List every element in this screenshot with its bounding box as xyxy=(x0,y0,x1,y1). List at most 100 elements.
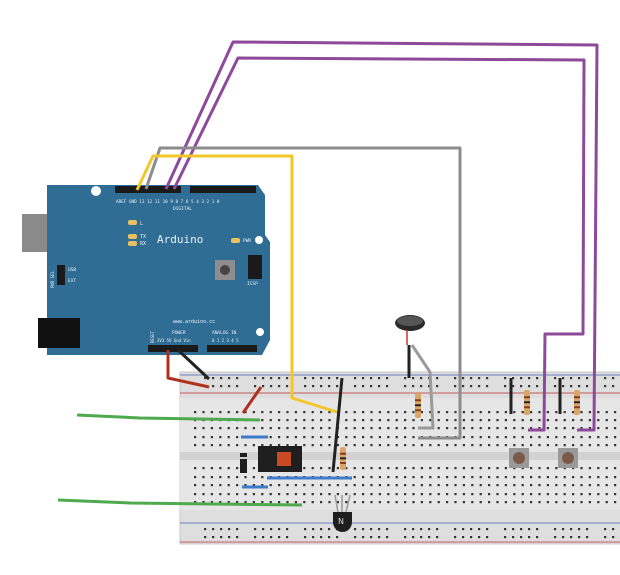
breadboard-hole xyxy=(261,427,264,430)
breadboard-hole xyxy=(286,419,289,422)
breadboard-hole xyxy=(345,444,348,447)
breadboard-hole xyxy=(386,385,389,388)
breadboard-hole xyxy=(244,493,247,496)
gray-wire-microphone[interactable] xyxy=(410,344,435,430)
breadboard-hole xyxy=(588,427,591,430)
breadboard-hole xyxy=(227,493,230,496)
resistor[interactable] xyxy=(415,393,421,418)
breadboard-hole xyxy=(270,385,273,388)
breadboard-hole xyxy=(194,411,197,414)
relay[interactable] xyxy=(258,446,302,472)
breadboard-hole xyxy=(354,528,357,531)
breadboard-hole xyxy=(572,444,575,447)
breadboard-hole xyxy=(194,493,197,496)
breadboard-hole xyxy=(597,476,600,479)
analog-pin-labels: 0 1 2 3 4 5 xyxy=(212,338,239,343)
breadboard-hole xyxy=(546,467,549,470)
breadboard-hole xyxy=(219,427,222,430)
breadboard-hole xyxy=(219,467,222,470)
breadboard-hole xyxy=(252,476,255,479)
breadboard-hole xyxy=(420,411,423,414)
breadboard-hole xyxy=(328,528,331,531)
resistor[interactable] xyxy=(574,390,580,415)
breadboard-hole xyxy=(378,436,381,439)
breadboard-hole xyxy=(454,419,457,422)
breadboard-hole xyxy=(370,377,373,380)
breadboard-hole xyxy=(370,476,373,479)
green-wire-top[interactable] xyxy=(76,413,261,422)
black-wire-gnd[interactable] xyxy=(176,348,211,381)
purple-wire-inner[interactable] xyxy=(172,56,586,432)
breadboard-hole xyxy=(345,419,348,422)
breadboard-hole xyxy=(488,501,491,504)
breadboard-hole xyxy=(614,411,617,414)
breadboard-hole xyxy=(538,467,541,470)
breadboard-hole xyxy=(353,411,356,414)
breadboard-hole xyxy=(303,411,306,414)
breadboard-hole xyxy=(220,377,223,380)
breadboard-hole xyxy=(570,536,573,539)
breadboard-hole xyxy=(436,385,439,388)
breadboard-hole xyxy=(528,377,531,380)
breadboard-hole xyxy=(604,536,607,539)
breadboard-hole xyxy=(294,419,297,422)
breadboard-hole xyxy=(212,536,215,539)
breadboard-hole xyxy=(261,476,264,479)
breadboard-hole xyxy=(486,377,489,380)
microphone[interactable] xyxy=(395,315,425,345)
breadboard-hole xyxy=(471,419,474,422)
analog-header xyxy=(207,345,257,352)
breadboard-hole xyxy=(580,476,583,479)
breadboard-hole xyxy=(563,467,566,470)
breadboard-hole xyxy=(454,467,457,470)
breadboard-hole xyxy=(336,493,339,496)
purple-wire-outer[interactable] xyxy=(164,40,599,432)
breadboard-hole xyxy=(563,436,566,439)
breadboard-hole xyxy=(530,484,533,487)
breadboard-hole xyxy=(412,528,415,531)
breadboard-hole xyxy=(478,528,481,531)
breadboard-hole xyxy=(479,444,482,447)
breadboard-hole xyxy=(294,411,297,414)
breadboard-hole xyxy=(387,484,390,487)
yellow-wire[interactable] xyxy=(135,154,338,414)
breadboard-hole xyxy=(353,436,356,439)
breadboard-hole xyxy=(387,419,390,422)
breadboard-hole xyxy=(353,501,356,504)
breadboard-hole xyxy=(470,377,473,380)
breadboard-hole xyxy=(345,484,348,487)
breadboard-hole xyxy=(278,484,281,487)
breadboard-hole xyxy=(387,467,390,470)
breadboard-hole xyxy=(353,427,356,430)
breadboard-hole xyxy=(462,444,465,447)
breadboard-hole xyxy=(311,444,314,447)
pushbutton-2[interactable] xyxy=(558,448,578,468)
breadboard-hole xyxy=(378,528,381,531)
npn-transistor[interactable]: N xyxy=(333,494,352,532)
breadboard-hole xyxy=(538,411,541,414)
breadboard-hole xyxy=(328,436,331,439)
green-wire-bottom[interactable] xyxy=(57,498,303,507)
breadboard-hole xyxy=(479,411,482,414)
breadboard-hole xyxy=(387,476,390,479)
breadboard-hole xyxy=(605,411,608,414)
breadboard-hole xyxy=(488,484,491,487)
diode[interactable] xyxy=(240,453,247,473)
black-jumper-transistor[interactable] xyxy=(331,377,344,473)
gray-wire-arduino[interactable] xyxy=(144,146,462,440)
breadboard-hole xyxy=(278,427,281,430)
breadboard-hole xyxy=(286,411,289,414)
red-wire-5v[interactable] xyxy=(166,350,210,389)
breadboard-hole xyxy=(252,444,255,447)
breadboard-hole xyxy=(269,411,272,414)
red-jumper[interactable] xyxy=(241,386,263,414)
breadboard-hole xyxy=(395,436,398,439)
resistor[interactable] xyxy=(340,447,346,470)
breadboard-hole xyxy=(378,444,381,447)
breadboard-hole xyxy=(614,419,617,422)
resistor[interactable] xyxy=(524,390,530,415)
breadboard-hole xyxy=(312,528,315,531)
pushbutton-1[interactable] xyxy=(509,448,529,468)
pwr-led xyxy=(231,238,240,243)
breadboard-hole xyxy=(395,484,398,487)
